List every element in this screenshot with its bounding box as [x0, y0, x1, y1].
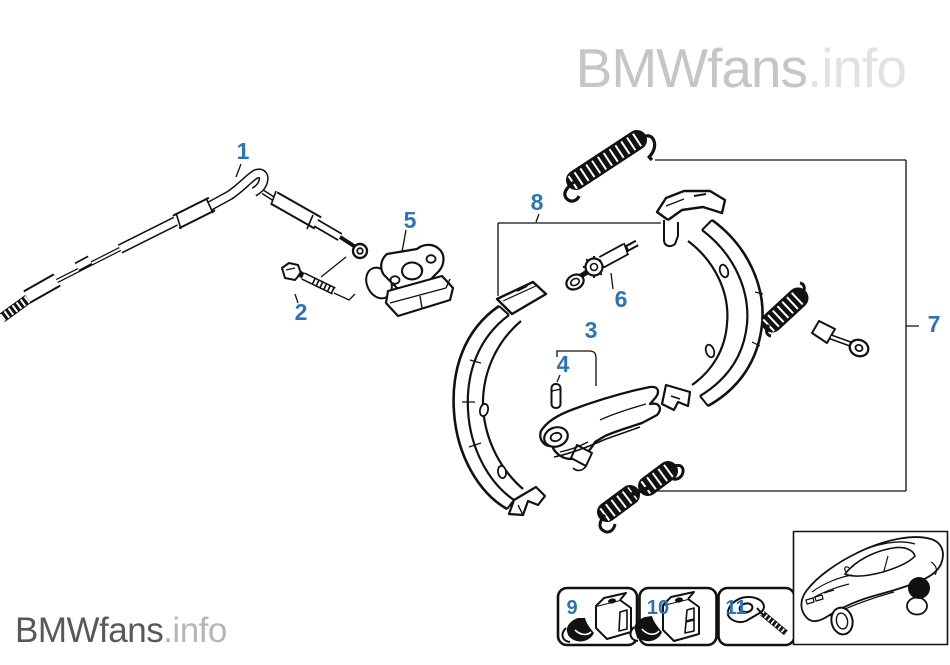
brake-shoe-left-drawing — [452, 280, 548, 517]
callout-2[interactable]: 2 — [295, 299, 308, 325]
callout-11[interactable]: 11 — [725, 597, 746, 619]
callout-6[interactable]: 6 — [615, 286, 628, 312]
pin-drawing — [550, 383, 562, 409]
callout-1[interactable]: 1 — [237, 138, 250, 164]
return-spring-upper-drawing — [563, 130, 657, 203]
callout-4[interactable]: 4 — [557, 351, 570, 377]
callout-3[interactable]: 3 — [585, 317, 598, 343]
car-silhouette-icon — [800, 536, 944, 636]
callout-9[interactable]: 9 — [566, 597, 577, 619]
leader-line-4 — [556, 374, 561, 383]
watermark-suffix: .info — [163, 611, 227, 650]
callout-10[interactable]: 10 — [647, 597, 669, 619]
callout-8[interactable]: 8 — [531, 189, 544, 215]
watermark-brand: BMWfans — [15, 611, 164, 650]
watermark-brand: BMWfans — [575, 37, 808, 99]
leader-bracket-7 — [650, 159, 919, 492]
leader-line-6 — [610, 272, 614, 290]
cable-clip-9-icon — [561, 592, 632, 643]
bracket-bolt-11-icon — [727, 596, 788, 636]
adjuster-drawing — [565, 239, 639, 291]
leader-line-2 — [294, 293, 299, 304]
callout-5[interactable]: 5 — [404, 207, 417, 233]
leader-bracket-8 — [497, 213, 661, 296]
leader-line-1 — [235, 163, 242, 178]
hold-down-spring-and-pin-drawing — [761, 281, 870, 358]
rear-wheel-highlight — [908, 577, 930, 599]
watermark-bottom-left: BMWfans.info — [15, 613, 227, 648]
hex-bolt-drawing — [281, 256, 356, 301]
leader-bracket-3 — [556, 350, 597, 386]
parking-brake-cable-drawing — [0, 168, 369, 323]
holder-bracket-drawing — [365, 243, 455, 318]
watermark-top-right: BMWfans.info — [576, 41, 907, 96]
brake-shoe-right-drawing — [655, 189, 764, 412]
callout-7[interactable]: 7 — [928, 311, 941, 337]
thumbnail-row: 9 10 11 — [556, 586, 796, 647]
watermark-suffix: .info — [807, 37, 907, 99]
callout-leader-lines — [235, 159, 919, 492]
cable-clip-10-icon — [629, 591, 700, 642]
leader-line-5 — [401, 229, 407, 253]
return-spring-lower-drawing — [597, 461, 685, 534]
callout-numbers: 1 2 3 4 5 6 7 8 — [237, 138, 941, 377]
car-location-inset — [792, 530, 949, 646]
expander-lever-drawing — [539, 385, 661, 472]
